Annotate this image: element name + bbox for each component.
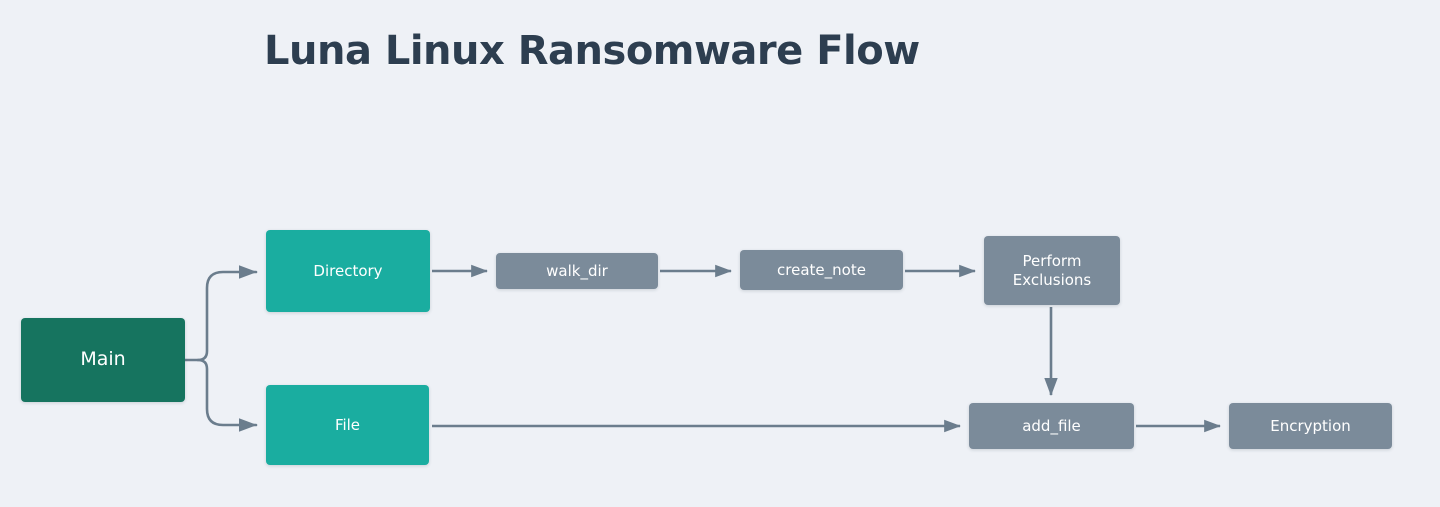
node-walk-dir[interactable]: walk_dir [496, 253, 658, 289]
edge-main-to-directory [183, 265, 258, 362]
node-walk-dir-label: walk_dir [546, 261, 608, 280]
node-directory-label: Directory [313, 261, 383, 280]
node-file[interactable]: File [266, 385, 429, 465]
node-add-file-label: add_file [1022, 416, 1081, 435]
node-encryption-label: Encryption [1270, 416, 1351, 435]
node-perform-exclusions-label: Perform Exclusions [1012, 251, 1092, 289]
node-file-label: File [334, 415, 361, 434]
node-encryption[interactable]: Encryption [1229, 403, 1392, 449]
node-directory[interactable]: Directory [266, 230, 430, 312]
node-main-label: Main [80, 348, 126, 371]
edge-main-to-file [196, 358, 258, 432]
node-create-note-label: create_note [777, 260, 866, 279]
node-perform-exclusions[interactable]: Perform Exclusions [984, 236, 1120, 305]
node-create-note[interactable]: create_note [740, 250, 903, 290]
page-title: Luna Linux Ransomware Flow [264, 28, 920, 74]
node-main[interactable]: Main [21, 318, 185, 402]
node-add-file[interactable]: add_file [969, 403, 1134, 449]
